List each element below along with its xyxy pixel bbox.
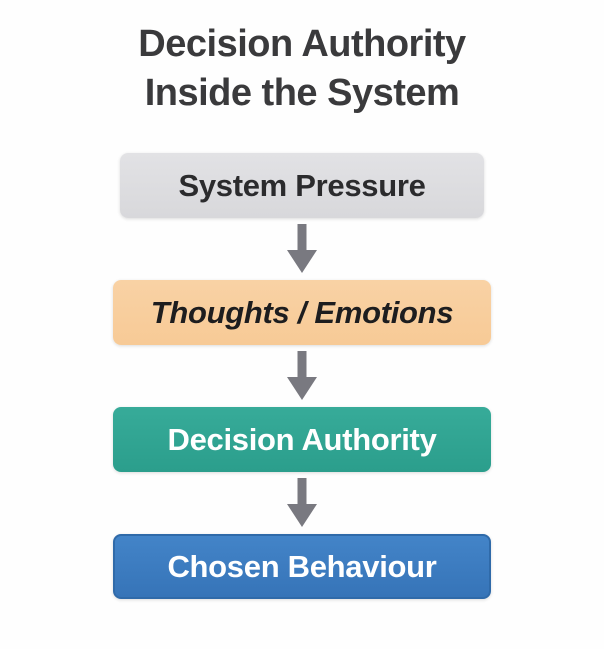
flow-box-chosen-behaviour: Chosen Behaviour [113,534,491,600]
flow-box-label: Thoughts / Emotions [150,294,454,330]
flow-diagram: System Pressure Thoughts / Emotions Deci… [113,153,491,600]
diagram-title-line2: Inside the System [144,71,460,114]
diagram-title: Decision Authority Inside the System [138,20,466,117]
flow-box-label: Chosen Behaviour [167,548,437,584]
flow-box-decision-authority: Decision Authority [113,407,491,473]
flow-box-label: System Pressure [178,167,426,203]
down-arrow-icon [284,351,320,401]
flow-box-label: Decision Authority [167,421,437,457]
flow-box-thoughts-emotions: Thoughts / Emotions [113,280,491,346]
down-arrow-icon [284,478,320,528]
down-arrow-icon [284,224,320,274]
flow-box-system-pressure: System Pressure [120,153,484,219]
diagram-title-line1: Decision Authority [138,23,466,65]
